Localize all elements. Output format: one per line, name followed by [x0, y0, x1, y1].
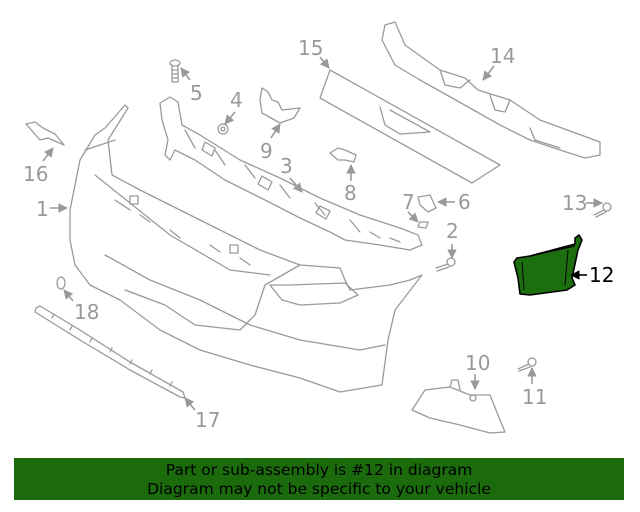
svg-text:18: 18: [74, 300, 99, 324]
banner-line-disclaimer: Diagram may not be specific to your vehi…: [147, 480, 491, 498]
part-5-bolt[interactable]: [169, 59, 181, 83]
svg-text:6: 6: [458, 190, 471, 214]
callout-2: 2: [446, 219, 459, 259]
callout-18: 18: [63, 289, 99, 324]
callout-13: 13: [562, 191, 603, 215]
callout-10: 10: [465, 351, 490, 390]
callout-16: 16: [23, 147, 54, 186]
callout-8: 8: [344, 164, 357, 205]
svg-text:7: 7: [402, 190, 415, 214]
callout-7: 7: [402, 190, 419, 223]
callout-15: 15: [298, 36, 330, 69]
svg-text:13: 13: [562, 191, 587, 215]
callout-6: 6: [437, 190, 471, 214]
part-6-bracket[interactable]: [417, 194, 437, 213]
svg-text:8: 8: [344, 181, 357, 205]
svg-text:17: 17: [195, 408, 220, 432]
part-3-upper-bracket[interactable]: [159, 96, 423, 251]
callout-1: 1: [36, 197, 68, 221]
part-1-bumper-cover[interactable]: [69, 104, 423, 393]
info-banner: Part or sub-assembly is #12 in diagram D…: [14, 458, 624, 500]
svg-text:14: 14: [490, 44, 515, 68]
svg-text:16: 16: [23, 162, 48, 186]
svg-text:2: 2: [446, 219, 459, 243]
part-12-side-support-bracket[interactable]: [513, 234, 583, 296]
svg-text:5: 5: [190, 81, 203, 105]
callout-12: 12: [570, 263, 614, 287]
svg-text:12: 12: [589, 263, 614, 287]
part-7-clip[interactable]: [417, 221, 429, 229]
callout-17: 17: [184, 397, 220, 432]
svg-text:10: 10: [465, 351, 490, 375]
svg-text:4: 4: [230, 88, 243, 112]
callout-11: 11: [522, 367, 547, 409]
part-9-side-bracket[interactable]: [259, 87, 301, 124]
svg-text:9: 9: [260, 139, 273, 163]
part-2-screw[interactable]: [435, 257, 456, 272]
callout-3: 3: [280, 154, 303, 193]
part-15-grille-panel[interactable]: [319, 69, 501, 184]
callout-9: 9: [260, 123, 281, 163]
part-13-screw[interactable]: [593, 202, 612, 218]
part-17-lower-molding[interactable]: [34, 305, 186, 399]
part-10-fog-lamp-bezel[interactable]: [411, 379, 506, 434]
banner-line-part-number: Part or sub-assembly is #12 in diagram: [165, 461, 473, 479]
part-8-bracket[interactable]: [329, 147, 357, 163]
svg-text:3: 3: [280, 154, 293, 178]
svg-text:1: 1: [36, 197, 49, 221]
callout-4: 4: [224, 88, 243, 125]
part-14-energy-absorber[interactable]: [381, 21, 601, 159]
part-4-clip[interactable]: [217, 123, 229, 135]
callout-5: 5: [180, 67, 203, 105]
part-16-emblem[interactable]: [25, 121, 65, 146]
callout-14: 14: [482, 44, 515, 81]
svg-text:11: 11: [522, 385, 547, 409]
part-11-screw[interactable]: [517, 357, 537, 372]
svg-text:15: 15: [298, 36, 323, 60]
part-18-cap[interactable]: [56, 276, 66, 290]
